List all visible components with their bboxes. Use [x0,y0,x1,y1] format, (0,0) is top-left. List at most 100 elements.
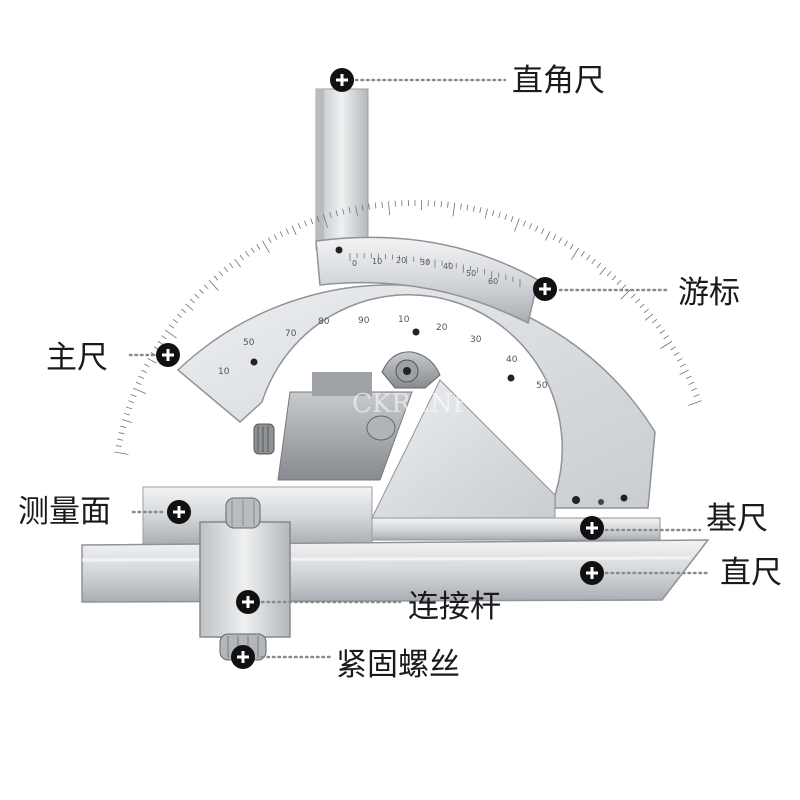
main-scale-tick [250,247,255,254]
rivet [250,358,258,366]
main-scale-tick [611,275,617,281]
main-scale-tick [452,202,456,217]
label-base-ruler: 基尺 [706,501,768,537]
main-scale-tick [644,313,654,321]
main-scale-tick [279,231,284,238]
main-scale-tick [185,303,194,311]
rivet [507,374,515,382]
main-scale-tick [630,293,636,299]
main-scale-tick [663,335,669,340]
main-scale-tick [335,210,338,217]
vernier-tick-label: 60 [488,277,498,286]
main-scale-tick [484,208,488,219]
vernier-tick-label: 20 [396,256,406,265]
main-scale-tick [361,204,364,211]
main-scale-tick [514,218,520,232]
main-scale-tick [172,319,179,324]
main-scale-tick [591,258,596,265]
main-scale-tick [120,425,127,428]
main-scale-tick [291,225,297,236]
adjust-knob [253,415,396,455]
main-scale-tick [620,289,631,300]
label-vernier: 游标 [678,275,740,311]
main-scale-tick [479,207,482,214]
main-tick-label: 10 [398,315,410,325]
label-connecting-rod: 连接杆 [408,589,501,625]
main-scale-tick [189,298,195,304]
main-scale-tick [157,340,164,345]
main-scale-tick [122,419,132,423]
plus-marker-icon [231,645,255,669]
main-scale-tick [552,234,557,240]
main-scale-tick [596,262,601,269]
main-scale-tick [564,240,568,247]
main-tick-label: 30 [470,335,482,345]
vernier-tick-label: 50 [466,269,476,278]
main-scale-tick [229,262,234,269]
vernier-plate: 0 10 20 30 40 50 60 [315,236,539,325]
vernier-tick-label: 30 [420,258,430,267]
main-tick-label: 40 [506,355,518,365]
main-scale-tick [234,258,241,268]
main-scale-tick [123,412,130,416]
main-scale-tick [138,375,145,379]
main-scale-tick [118,432,125,435]
main-scale-tick [147,357,157,364]
main-scale-tick [144,363,150,368]
main-tick-label: 80 [318,317,330,327]
main-scale-tick [342,208,345,215]
vernier-tick-label: 10 [372,257,382,266]
main-scale-tick [388,201,391,216]
main-scale-tick [651,319,658,324]
main-scale-tick [126,406,132,410]
main-scale-tick [498,212,501,219]
watermark: CKRENFON [352,389,515,419]
main-scale-tick [635,298,641,304]
main-scale-tick [262,240,270,254]
main-scale-tick [199,289,204,294]
plus-marker-icon [580,561,604,585]
main-scale-tick [447,201,449,208]
rivet [412,328,420,336]
main-scale-tick [460,203,462,210]
main-scale-tick [586,254,591,261]
main-scale-tick [297,223,301,229]
main-scale-tick [239,254,244,261]
main-scale-tick [599,266,607,276]
main-scale-tick [117,438,124,441]
main-scale-tick [558,237,563,244]
main-scale-tick [580,251,585,257]
main-tick-label: 90 [358,316,370,326]
main-scale-tick [659,329,666,334]
main-scale-tick [655,324,662,329]
main-scale-tick [492,210,495,217]
main-scale-tick [168,324,175,329]
vernier-numbers: 0 10 20 30 40 50 60 [352,256,498,286]
main-scale-tick [310,218,314,225]
label-straight-ruler: 直尺 [720,555,782,591]
main-tick-label: 20 [436,323,448,333]
leader-lines [128,78,712,659]
main-scale-tick [541,228,545,235]
main-scale-tick [639,303,645,309]
main-scale-tick [135,381,142,385]
main-scale-tick [164,329,177,339]
main-scale-tick [218,271,224,277]
main-scale-tick [691,387,697,391]
main-scale-tick [128,400,135,404]
main-scale-tick [472,205,475,212]
main-scale-tick [114,451,129,455]
main-scale-tick [245,251,250,257]
main-scale-tick [161,335,167,340]
main-scale-tick [181,308,187,314]
label-measuring-face: 测量面 [18,494,111,530]
main-scale-tick [141,369,148,374]
main-scale-tick [348,207,351,214]
main-tick-label: 50 [536,381,548,391]
main-scale-tick [688,400,702,406]
rivet [620,494,628,502]
plus-marker-icon [167,500,191,524]
main-scale-tick [194,293,200,299]
main-scale-tick [374,202,377,209]
